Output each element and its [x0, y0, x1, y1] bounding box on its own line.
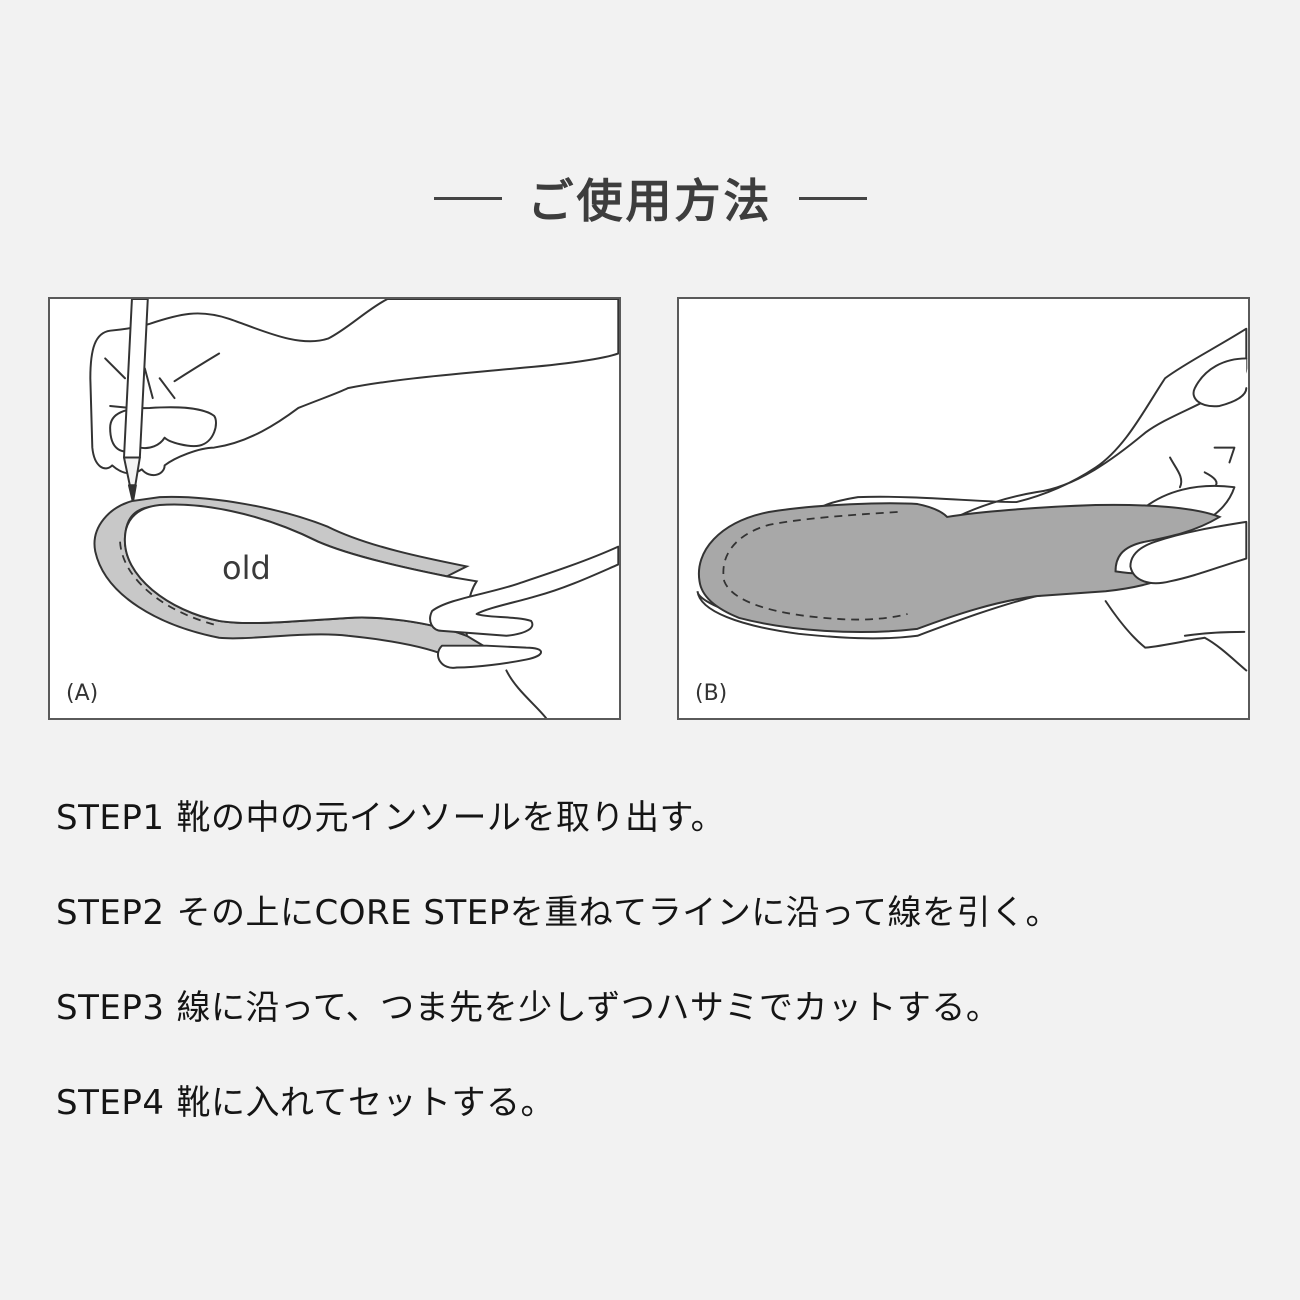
title-rule-left	[433, 196, 502, 200]
step-text: その上にCORE STEPを重ねてラインに沿って線を引く。	[176, 893, 1061, 933]
step-item: STEP4 靴に入れてセットする。	[56, 1075, 1276, 1170]
insole-icon	[93, 495, 494, 659]
hand-icon	[89, 299, 619, 477]
tracing-illustration	[89, 299, 619, 718]
pencil-icon	[123, 299, 149, 504]
step-item: STEP1 靴の中の元インソールを取り出す。	[56, 790, 1276, 885]
hand-icon	[1104, 520, 1248, 672]
page-header: ご使用方法	[0, 166, 1300, 230]
insole-old-label: old	[222, 549, 271, 587]
step-number: STEP3	[56, 988, 165, 1028]
step-item: STEP3 線に沿って、つま先を少しずつハサミでカットする。	[56, 980, 1276, 1075]
step-number: STEP4	[56, 1083, 165, 1123]
insole-icon	[696, 502, 1222, 640]
cutting-illustration	[696, 327, 1248, 672]
scissors-icon	[815, 327, 1248, 523]
step-text: 線に沿って、つま先を少しずつハサミでカットする。	[176, 988, 1001, 1028]
step-number: STEP2	[56, 893, 165, 933]
panel-label-b: (B)	[695, 681, 728, 706]
step-text: 靴の中の元インソールを取り出す。	[176, 798, 726, 838]
steps-list: STEP1 靴の中の元インソールを取り出す。 STEP2 その上にCORE STEP…	[56, 790, 1276, 1170]
step-number: STEP1	[56, 798, 165, 838]
page-title: ご使用方法	[527, 174, 773, 228]
step-item: STEP2 その上にCORE STEPを重ねてラインに沿って線を引く。	[56, 885, 1276, 980]
step-text: 靴に入れてセットする。	[176, 1083, 555, 1123]
illustration-panel-a: old (A)	[48, 297, 621, 720]
illustration-panel-b: (B)	[677, 297, 1250, 720]
hand-icon	[429, 545, 619, 718]
panel-label-a: (A)	[66, 681, 99, 706]
title-rule-right	[798, 196, 867, 200]
